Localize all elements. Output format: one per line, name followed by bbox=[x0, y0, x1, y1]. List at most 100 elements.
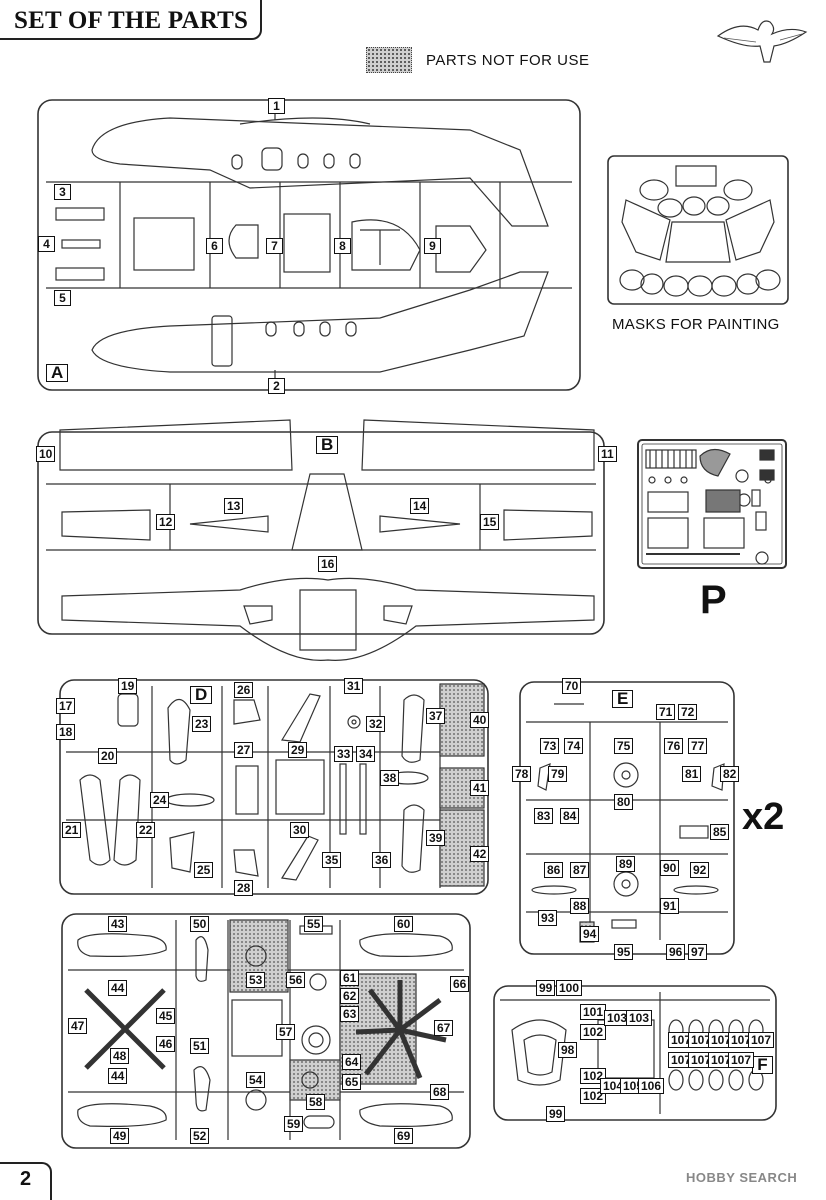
part-label: 45 bbox=[156, 1008, 176, 1024]
part-label: 68 bbox=[430, 1084, 450, 1100]
part-label: 91 bbox=[660, 898, 680, 914]
part-label: 54 bbox=[246, 1072, 266, 1088]
part-label: 41 bbox=[470, 780, 490, 796]
sprue-letter-e: E bbox=[612, 690, 634, 708]
sprue-a bbox=[37, 99, 581, 391]
part-label: 23 bbox=[192, 716, 212, 732]
part-label: 60 bbox=[394, 916, 414, 932]
part-label: 18 bbox=[56, 724, 76, 740]
part-label: 72 bbox=[678, 704, 698, 720]
part-label: 73 bbox=[540, 738, 560, 754]
part-label: 5 bbox=[54, 290, 71, 306]
sprue-letter-b: B bbox=[316, 436, 339, 454]
part-label: 11 bbox=[598, 446, 617, 462]
page-title: SET OF THE PARTS bbox=[14, 7, 249, 34]
part-label: 44 bbox=[108, 980, 128, 996]
part-label: 86 bbox=[544, 862, 564, 878]
part-label: 64 bbox=[342, 1054, 362, 1070]
sprue-letter-a: A bbox=[46, 364, 69, 382]
part-label: 27 bbox=[234, 742, 254, 758]
sprue-f bbox=[493, 985, 777, 1121]
part-label: 85 bbox=[710, 824, 730, 840]
part-label: 65 bbox=[342, 1074, 362, 1090]
not-for-use-swatch bbox=[366, 47, 412, 73]
part-label: 33 bbox=[334, 746, 354, 762]
part-label: 61 bbox=[340, 970, 360, 986]
part-label: 66 bbox=[450, 976, 470, 992]
part-label: 6 bbox=[206, 238, 223, 254]
part-label: 78 bbox=[512, 766, 532, 782]
part-label: 39 bbox=[426, 830, 446, 846]
part-label: 103 bbox=[626, 1010, 653, 1026]
part-label: 96 bbox=[666, 944, 686, 960]
part-label: 53 bbox=[246, 972, 266, 988]
part-label: 104 bbox=[600, 1078, 627, 1094]
part-label: 62 bbox=[340, 988, 360, 1004]
part-label: 49 bbox=[110, 1128, 130, 1144]
part-label: 22 bbox=[136, 822, 156, 838]
part-label: 89 bbox=[616, 856, 636, 872]
part-label: 3 bbox=[54, 184, 71, 200]
part-label: 8 bbox=[334, 238, 351, 254]
part-label: 102 bbox=[580, 1088, 607, 1104]
part-label: 56 bbox=[286, 972, 306, 988]
part-label: 106 bbox=[638, 1078, 665, 1094]
part-label: 87 bbox=[570, 862, 590, 878]
masks-sheet bbox=[607, 155, 789, 305]
part-label: 92 bbox=[690, 862, 710, 878]
part-label: 71 bbox=[656, 704, 676, 720]
part-label: 58 bbox=[306, 1094, 326, 1110]
part-label: 25 bbox=[194, 862, 214, 878]
part-label: 70 bbox=[562, 678, 582, 694]
page-number-box: 2 bbox=[0, 1162, 52, 1200]
photo-etch-letter: P bbox=[700, 578, 727, 622]
part-label: 16 bbox=[318, 556, 338, 572]
part-label: 15 bbox=[480, 514, 500, 530]
part-label: 59 bbox=[284, 1116, 304, 1132]
part-label: 98 bbox=[558, 1042, 578, 1058]
part-label: 88 bbox=[570, 898, 590, 914]
part-label: 75 bbox=[614, 738, 634, 754]
part-label: 20 bbox=[98, 748, 118, 764]
part-label: 10 bbox=[36, 446, 56, 462]
part-label: 38 bbox=[380, 770, 400, 786]
part-label: 63 bbox=[340, 1006, 360, 1022]
part-label: 19 bbox=[118, 678, 138, 694]
part-label: 36 bbox=[372, 852, 392, 868]
part-label: 55 bbox=[304, 916, 324, 932]
sprue-b bbox=[37, 419, 605, 661]
part-label: 28 bbox=[234, 880, 254, 896]
part-label: 82 bbox=[720, 766, 740, 782]
sprue-propeller bbox=[61, 913, 471, 1149]
part-label: 101 bbox=[580, 1004, 607, 1020]
part-label: 99 bbox=[546, 1106, 566, 1122]
part-label: 44 bbox=[108, 1068, 128, 1084]
part-label: 107 bbox=[688, 1032, 715, 1048]
part-label: 43 bbox=[108, 916, 128, 932]
part-label: 24 bbox=[150, 792, 170, 808]
part-label: 37 bbox=[426, 708, 446, 724]
part-label: 1 bbox=[268, 98, 285, 114]
part-label: 69 bbox=[394, 1128, 414, 1144]
part-label: 67 bbox=[434, 1020, 454, 1036]
part-label: 76 bbox=[664, 738, 684, 754]
part-label: 34 bbox=[356, 746, 376, 762]
part-label: 97 bbox=[688, 944, 708, 960]
sprue-letter-d: D bbox=[190, 686, 213, 704]
part-label: 2 bbox=[268, 378, 285, 394]
part-label: 84 bbox=[560, 808, 580, 824]
part-label: 31 bbox=[344, 678, 364, 694]
part-label: 4 bbox=[38, 236, 55, 252]
part-label: 102 bbox=[580, 1024, 607, 1040]
legend: PARTS NOT FOR USE bbox=[366, 46, 590, 74]
sprue-letter-f: F bbox=[752, 1056, 773, 1074]
legend-label: PARTS NOT FOR USE bbox=[426, 51, 590, 69]
part-label: 51 bbox=[190, 1038, 210, 1054]
photo-etch-sheet bbox=[637, 439, 787, 569]
part-label: 81 bbox=[682, 766, 702, 782]
part-label: 47 bbox=[68, 1018, 88, 1034]
part-label: 29 bbox=[288, 742, 308, 758]
part-label: 94 bbox=[580, 926, 600, 942]
part-label: 77 bbox=[688, 738, 708, 754]
part-label: 107 bbox=[748, 1032, 775, 1048]
